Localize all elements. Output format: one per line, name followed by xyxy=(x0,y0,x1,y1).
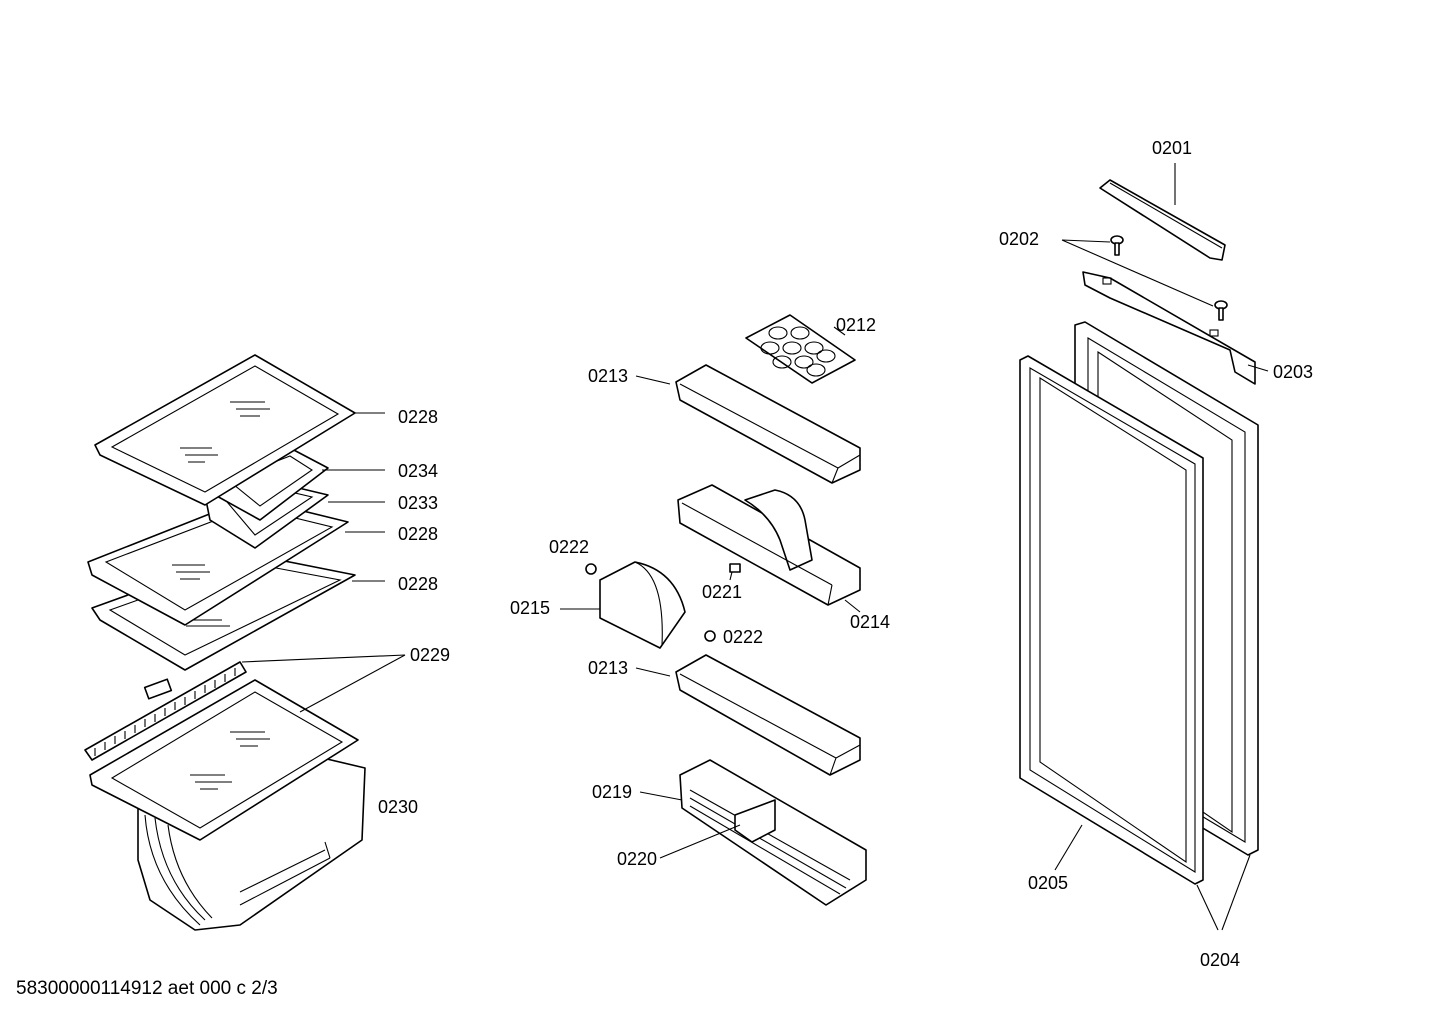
part-0222-washer-b xyxy=(704,630,716,642)
label-0214: 0214 xyxy=(850,612,890,632)
label-0233: 0233 xyxy=(398,493,438,513)
part-0212-egg-tray xyxy=(745,314,856,384)
label-0202: 0202 xyxy=(999,229,1039,249)
label-0220: 0220 xyxy=(617,849,657,869)
label-0228-top: 0228 xyxy=(398,407,438,427)
part-0202-screw-a xyxy=(1110,235,1124,256)
label-0201: 0201 xyxy=(1152,138,1192,158)
part-0205-gasket xyxy=(1019,355,1204,885)
label-0234: 0234 xyxy=(398,461,438,481)
part-0214-bottle-bin xyxy=(677,484,861,606)
label-0221: 0221 xyxy=(702,582,742,602)
part-labels: 0201 0202 0203 0205 0204 0212 0213 0222 … xyxy=(378,138,1313,970)
part-0202-screw-b xyxy=(1214,300,1228,321)
label-0219: 0219 xyxy=(592,782,632,802)
label-0222-left: 0222 xyxy=(549,537,589,557)
part-0203-bracket xyxy=(1082,271,1256,385)
door-bin-assembly xyxy=(585,314,867,906)
part-0213-door-shelf-lower xyxy=(675,654,861,776)
shelf-assembly xyxy=(84,354,366,931)
label-0222-right: 0222 xyxy=(723,627,763,647)
label-0228-lower: 0228 xyxy=(398,574,438,594)
leader-lines xyxy=(241,163,1269,931)
door-assembly xyxy=(1019,179,1259,885)
label-0205: 0205 xyxy=(1028,873,1068,893)
part-0219-bottle-shelf xyxy=(679,759,867,906)
label-0230: 0230 xyxy=(378,797,418,817)
label-0213-upper: 0213 xyxy=(588,366,628,386)
part-0228-shelf-top xyxy=(94,354,356,506)
label-0204: 0204 xyxy=(1200,950,1240,970)
part-0215-flap xyxy=(599,561,686,649)
label-0215: 0215 xyxy=(510,598,550,618)
part-0229-crisper-cover xyxy=(84,661,359,841)
part-0222-washer-a xyxy=(585,563,597,575)
label-0213-lower: 0213 xyxy=(588,658,628,678)
label-0203: 0203 xyxy=(1273,362,1313,382)
part-0213-door-shelf-upper xyxy=(675,364,861,484)
drawing-reference-number: 58300000114912 aet 000 c 2/3 xyxy=(16,978,278,999)
label-0229: 0229 xyxy=(410,645,450,665)
label-0212: 0212 xyxy=(836,315,876,335)
part-0201-cover xyxy=(1099,179,1226,261)
label-0228-middle: 0228 xyxy=(398,524,438,544)
